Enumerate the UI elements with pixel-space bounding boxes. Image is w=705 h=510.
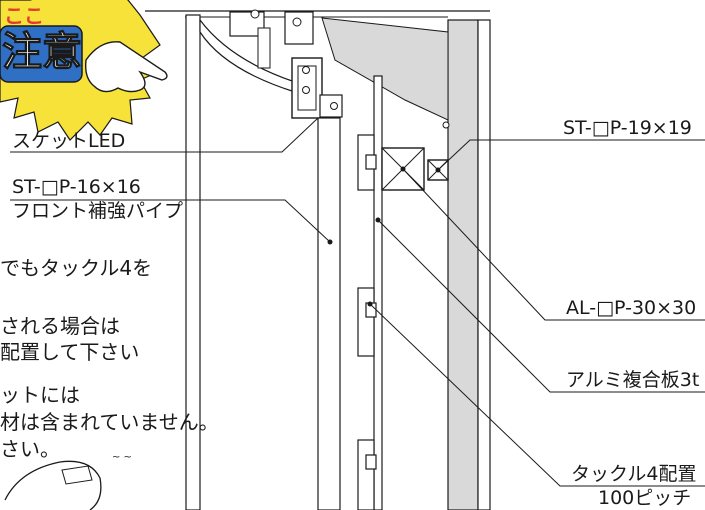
alumi-board xyxy=(373,75,383,510)
leader-alumi xyxy=(377,219,705,393)
screw xyxy=(442,121,450,129)
led-bracket-inner xyxy=(297,65,317,111)
screw xyxy=(250,9,260,19)
note-line-2: される場合は xyxy=(0,314,120,338)
label-pitch: 100ピッチ xyxy=(598,487,692,509)
tackle-clip-tab xyxy=(365,154,377,170)
badge-top-text: ここ xyxy=(4,4,44,28)
screw xyxy=(292,17,302,27)
front-pipe xyxy=(317,117,341,510)
side-panel xyxy=(447,19,479,510)
left-frame xyxy=(185,14,201,510)
leader-front-pipe xyxy=(10,199,331,243)
tackle-clip xyxy=(357,287,375,357)
note-line-1: でもタックル4を xyxy=(0,256,153,280)
label-skate-led: スケットLED xyxy=(12,130,126,152)
tackle-clip-tab xyxy=(365,454,377,470)
snore-mark: ~ ~ xyxy=(112,452,132,463)
note-line-5: 材は含まれていません。 xyxy=(0,410,219,434)
note-line-3: 配置して下さい xyxy=(0,340,140,364)
label-st-16: ST-□P-16×16 xyxy=(12,176,141,198)
label-tackle-arr: タックル4配置 xyxy=(571,463,697,485)
top-fitting-3 xyxy=(257,27,271,69)
screw xyxy=(330,102,338,110)
note-line-4: ットには xyxy=(0,383,80,407)
screw xyxy=(302,66,310,74)
label-al-30: AL-□P-30×30 xyxy=(566,297,697,319)
label-alumi: アルミ複合板3t xyxy=(566,369,700,391)
attention-box xyxy=(0,25,83,83)
cartoon-detail xyxy=(61,465,93,485)
leader-al-30 xyxy=(402,168,705,321)
pointing-hand-icon xyxy=(84,41,168,93)
top-fitting-2 xyxy=(284,11,314,45)
outer-frame-right xyxy=(477,19,491,510)
leader-skate-led xyxy=(10,117,319,153)
top-gray-panel xyxy=(321,17,449,121)
note-line-6: さい。 xyxy=(0,437,60,461)
leader-tackle xyxy=(369,303,705,487)
label-front-pipe: フロント補強パイプ xyxy=(12,200,184,222)
tackle-clip xyxy=(357,439,375,510)
badge-main-text: 注意 xyxy=(2,29,83,76)
screw xyxy=(302,86,310,94)
label-st-19: ST-□P-19×19 xyxy=(563,117,692,139)
leader-st-19 xyxy=(437,139,705,171)
